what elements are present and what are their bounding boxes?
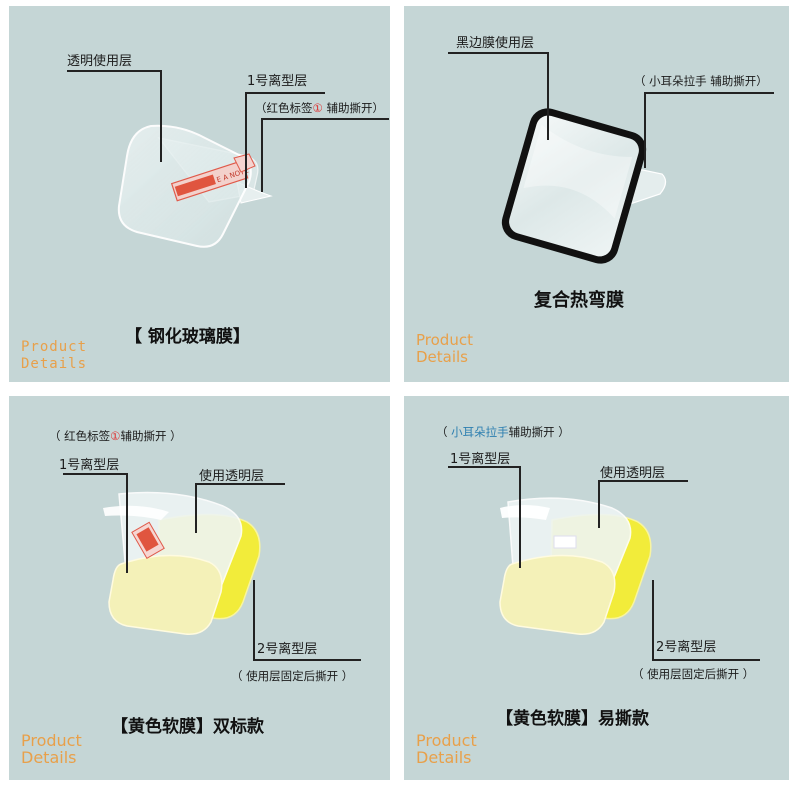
label-release-layer-1: 1号离型层 xyxy=(59,458,120,473)
leader-line xyxy=(67,70,161,72)
leader-line xyxy=(195,483,197,533)
leader-line xyxy=(195,483,285,485)
product-title: 【黄色软膜】双标款 xyxy=(111,717,264,737)
leader-line xyxy=(245,92,247,188)
label-ear-tab-hint: （ 小耳朵拉手辅助撕开 ） xyxy=(436,425,570,439)
panel-soft-film-easy: （ 小耳朵拉手辅助撕开 ） 1号离型层 使用透明层 2号离型层 （ 使用层固定后… xyxy=(404,396,789,780)
leader-line xyxy=(160,70,162,162)
label-tab-hint: （ 小耳朵拉手 辅助撕开） xyxy=(634,74,768,88)
leader-line xyxy=(652,659,760,661)
product-title: 【 钢化玻璃膜】 xyxy=(125,327,250,347)
glass-film-illustration: E A NOTE xyxy=(117,124,273,248)
label-red-tab-hint: （ 红色标签①辅助撕开 ） xyxy=(49,429,182,443)
panel-tempered-glass: E A NOTE 透明使用层 1号离型层 （红色标签① 辅助撕开） 【 钢化玻璃… xyxy=(9,6,390,382)
label-release-2-note: （ 使用层固定后撕开 ） xyxy=(632,667,755,681)
panel-soft-film-dual: （ 红色标签①辅助撕开 ） 1号离型层 使用透明层 2号离型层 （ 使用层固定后… xyxy=(9,396,390,780)
leader-line xyxy=(448,466,520,468)
leader-line xyxy=(253,659,361,661)
leader-line xyxy=(598,480,688,482)
ear-tab-shape xyxy=(500,505,550,520)
label-surface-layer: 使用透明层 xyxy=(199,469,265,484)
leader-line xyxy=(644,92,774,94)
label-release-layer-1: 1号离型层 xyxy=(450,452,511,467)
label-black-edge-layer: 黑边膜使用层 xyxy=(456,36,535,51)
leader-line xyxy=(644,92,646,168)
leader-line xyxy=(547,52,549,140)
leader-line xyxy=(126,473,128,573)
leader-line xyxy=(261,118,263,192)
label-surface-layer: 使用透明层 xyxy=(600,466,666,481)
composite-film-illustration xyxy=(501,108,667,264)
leader-line xyxy=(652,580,654,660)
leader-line xyxy=(519,466,521,568)
soft-film-easy-illustration xyxy=(499,497,652,635)
leader-line xyxy=(598,480,600,528)
leader-line xyxy=(448,52,548,54)
label-release-layer-2: 2号离型层 xyxy=(257,642,318,657)
product-title: 复合热弯膜 xyxy=(534,290,624,311)
label-release-layer-2: 2号离型层 xyxy=(656,640,717,655)
leader-line xyxy=(245,92,325,94)
leader-line xyxy=(63,473,127,475)
panel-composite-film: 黑边膜使用层 （ 小耳朵拉手 辅助撕开） 复合热弯膜 Product Detai… xyxy=(404,6,789,382)
label-release-2-note: （ 使用层固定后撕开 ） xyxy=(231,669,354,683)
soft-film-dual-illustration xyxy=(103,491,261,635)
product-details-tag: Product Details xyxy=(21,339,88,372)
label-surface-layer: 透明使用层 xyxy=(67,54,133,69)
label-release-layer-1: 1号离型层 xyxy=(247,74,308,89)
product-details-tag: Product Details xyxy=(21,731,82,767)
red-release-tab xyxy=(131,521,165,560)
product-title: 【黄色软膜】易撕款 xyxy=(496,709,649,729)
leader-line xyxy=(253,580,255,660)
leader-line xyxy=(261,118,389,120)
product-details-tag: Product Details xyxy=(416,731,477,767)
label-red-tab-hint: （红色标签① 辅助撕开） xyxy=(255,101,384,115)
product-details-tag: Product Details xyxy=(416,331,473,366)
